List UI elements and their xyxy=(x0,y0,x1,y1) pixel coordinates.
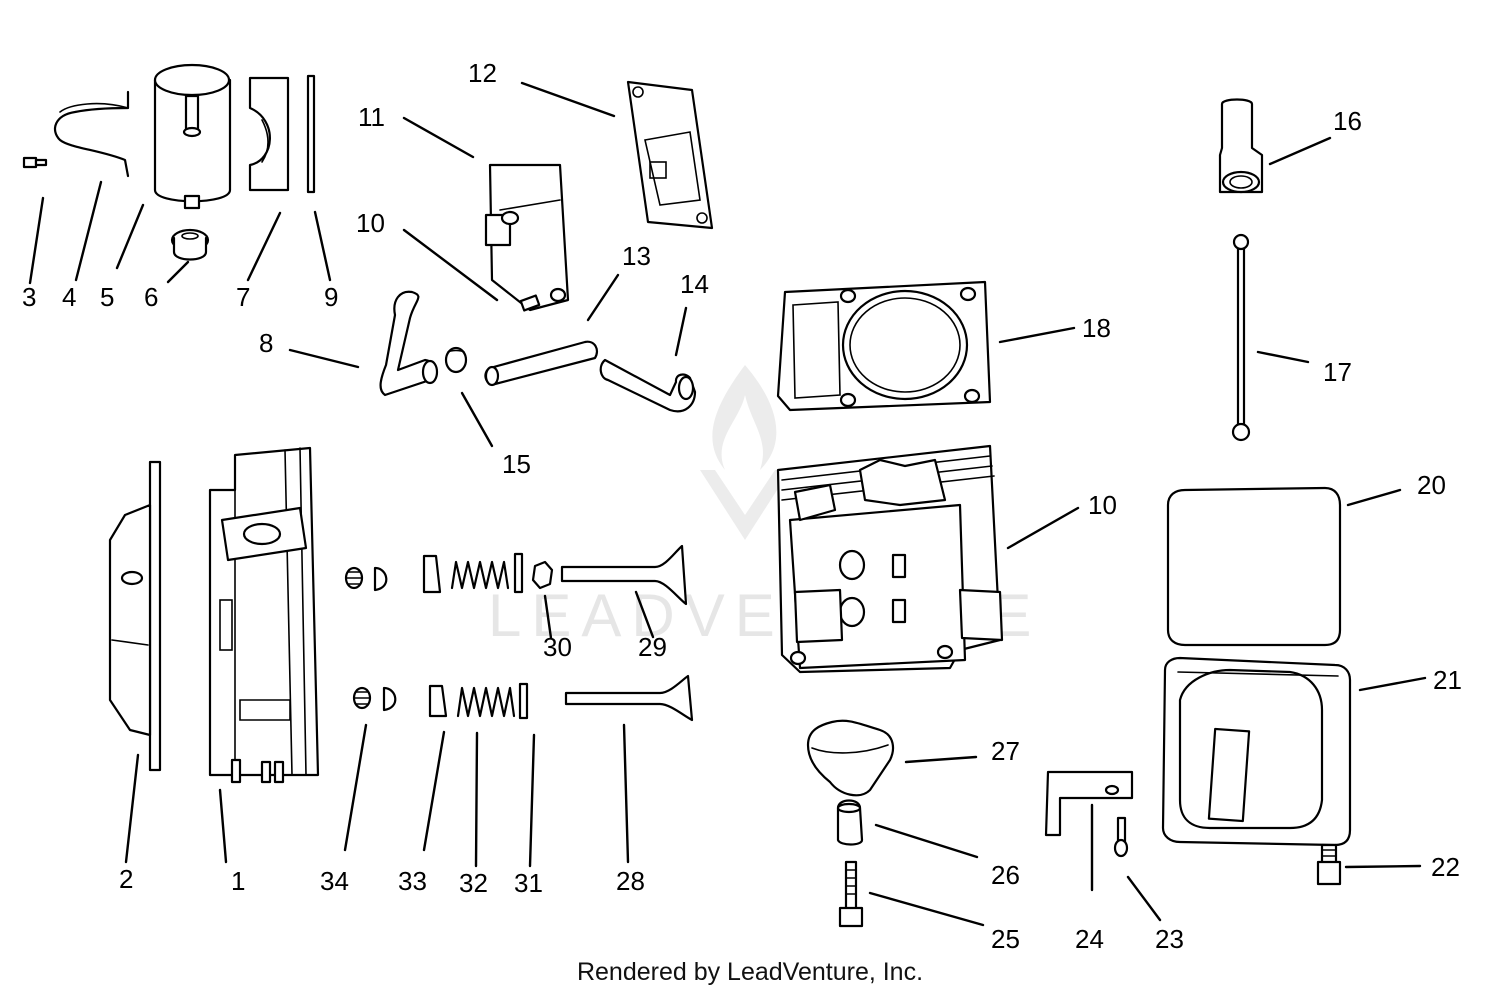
callout-2: 2 xyxy=(119,864,133,894)
part-9-gasket-strip xyxy=(306,74,316,194)
callout-1: 1 xyxy=(231,866,245,896)
part-30-valve-seal xyxy=(531,560,554,590)
leader-lines xyxy=(28,81,1427,927)
part-17-push-rod xyxy=(1231,233,1251,442)
part-13-tube xyxy=(484,340,599,387)
callout-5: 5 xyxy=(100,282,114,312)
callout-7: 7 xyxy=(236,282,250,312)
callout-10-upper: 10 xyxy=(356,208,385,238)
callout-11: 11 xyxy=(358,102,385,132)
callout-27: 27 xyxy=(991,736,1020,766)
part-16-push-rod-cap xyxy=(1218,98,1264,194)
callout-8: 8 xyxy=(259,328,273,358)
callout-34: 34 xyxy=(320,866,349,896)
callout-21: 21 xyxy=(1433,665,1462,695)
part-10-cylinder-head xyxy=(776,444,1004,674)
part-26-spark-plug xyxy=(836,799,864,846)
callout-31: 31 xyxy=(514,868,543,898)
part-2-cover-plate xyxy=(108,460,162,772)
footer-credit: Rendered by LeadVenture, Inc. xyxy=(576,958,924,986)
part-34-valve-keepers xyxy=(344,566,397,712)
callout-3: 3 xyxy=(22,282,36,312)
callout-17: 17 xyxy=(1323,357,1352,387)
part-24-bracket xyxy=(1044,770,1134,837)
callout-numbers: 3 4 5 6 7 9 8 10 11 12 13 14 15 16 17 18… xyxy=(22,58,1462,954)
part-18-head-gasket xyxy=(776,280,992,412)
part-11-breather-cover xyxy=(484,163,570,312)
callout-15: 15 xyxy=(502,449,531,479)
part-15-clip xyxy=(444,346,468,374)
part-14-hose-elbow xyxy=(599,358,697,413)
callout-9: 9 xyxy=(324,282,338,312)
part-4-clamp xyxy=(53,90,130,178)
callout-20: 20 xyxy=(1417,470,1446,500)
part-6-grommet xyxy=(170,228,210,261)
callout-10-lower: 10 xyxy=(1088,490,1117,520)
part-25-bolt xyxy=(838,860,864,928)
callout-25: 25 xyxy=(991,924,1020,954)
part-21-valve-cover xyxy=(1161,656,1352,847)
part-23-pin xyxy=(1113,816,1129,858)
callout-4: 4 xyxy=(62,282,76,312)
part-28-exhaust-valve xyxy=(564,674,694,722)
part-10-screw xyxy=(519,294,541,312)
callout-18: 18 xyxy=(1082,313,1111,343)
part-33-spring-retainer xyxy=(422,554,448,718)
callout-16: 16 xyxy=(1333,106,1362,136)
part-1-cylinder-head-side xyxy=(208,446,320,784)
callout-32: 32 xyxy=(459,868,488,898)
callout-33: 33 xyxy=(398,866,427,896)
callout-22: 22 xyxy=(1431,852,1460,882)
callout-6: 6 xyxy=(144,282,158,312)
callout-28: 28 xyxy=(616,866,645,896)
callout-14: 14 xyxy=(680,269,709,299)
part-31-washer xyxy=(513,552,529,720)
part-5-breather-canister xyxy=(153,63,232,210)
callout-12: 12 xyxy=(468,58,497,88)
callout-23: 23 xyxy=(1155,924,1184,954)
part-32-valve-spring xyxy=(450,560,516,718)
callout-26: 26 xyxy=(991,860,1020,890)
part-12-breather-gasket xyxy=(626,80,714,230)
callout-24: 24 xyxy=(1075,924,1104,954)
callout-29: 29 xyxy=(638,632,667,662)
part-27-plug-boot xyxy=(806,719,895,797)
part-8-hose xyxy=(379,290,439,397)
callout-13: 13 xyxy=(622,241,651,271)
callout-30: 30 xyxy=(543,632,572,662)
part-20-valve-cover-gasket xyxy=(1166,486,1342,647)
part-22-stud xyxy=(1316,843,1342,886)
part-7-baffle xyxy=(248,76,290,192)
part-29-intake-valve xyxy=(560,544,688,606)
part-3-screw xyxy=(22,156,48,169)
